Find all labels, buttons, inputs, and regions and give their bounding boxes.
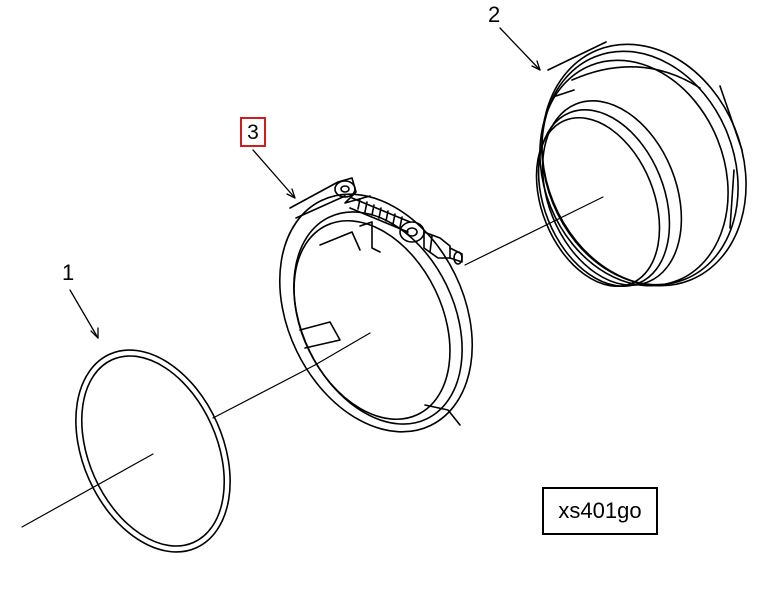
leader-arrows [70, 28, 540, 338]
callout-label-1: 1 [62, 260, 75, 285]
callout-label-3-highlighted[interactable]: 3 [240, 117, 266, 147]
callout-label-2: 2 [488, 2, 501, 27]
part-2-flange [507, 13, 771, 316]
part-3-v-band-clamp [242, 162, 510, 464]
part-1-gasket-ring [46, 326, 260, 577]
center-axis-line [22, 197, 603, 527]
reference-code-box: xs401go [542, 487, 658, 535]
